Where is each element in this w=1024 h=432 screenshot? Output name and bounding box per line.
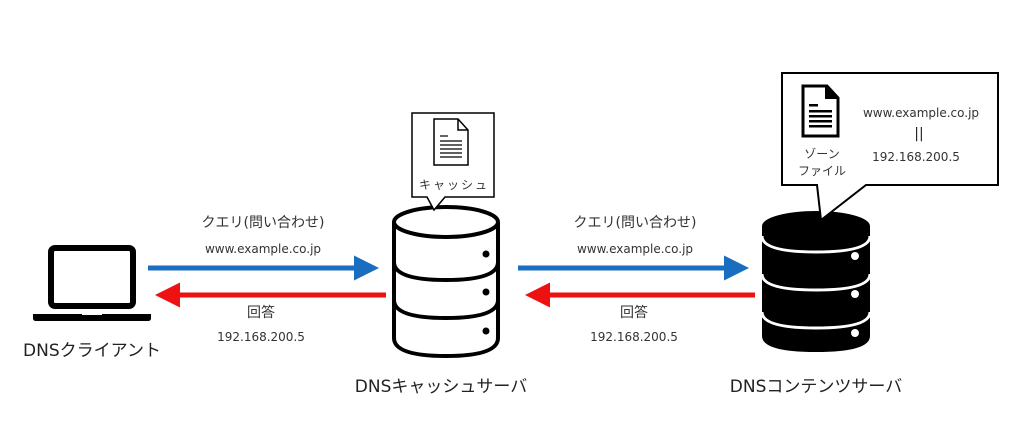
client-label: DNSクライアント (23, 341, 161, 361)
zone-ip: 192.168.200.5 (872, 150, 960, 164)
answer-value-2: 192.168.200.5 (590, 330, 678, 344)
query-value-2: www.example.co.jp (576, 242, 694, 256)
database-filled-icon (760, 211, 872, 352)
query-value-1: www.example.co.jp (204, 242, 322, 256)
content-server-label: DNSコンテンツサーバ (729, 377, 903, 397)
zone-equals: || (914, 126, 924, 142)
database-outline-icon (392, 205, 500, 359)
answer-label-2: 回答 (620, 305, 648, 321)
answer-label-1: 回答 (247, 305, 275, 321)
query-label-2: クエリ(問い合わせ) (573, 215, 697, 231)
cache-server-label: DNSキャッシュサーバ (354, 377, 528, 397)
document-icon (801, 84, 840, 138)
laptop-icon (33, 245, 151, 321)
zone-domain: www.example.co.jp (862, 106, 980, 120)
zone-label-line2: ファイル (797, 164, 847, 178)
query-label-1: クエリ(問い合わせ) (201, 215, 325, 231)
zone-bubble (781, 72, 999, 222)
answer-value-1: 192.168.200.5 (217, 330, 305, 344)
cache-bubble (411, 112, 495, 212)
cache-label: キャッシュ (418, 178, 490, 192)
document-icon (433, 118, 469, 166)
zone-label-line1: ゾーン (804, 147, 840, 161)
